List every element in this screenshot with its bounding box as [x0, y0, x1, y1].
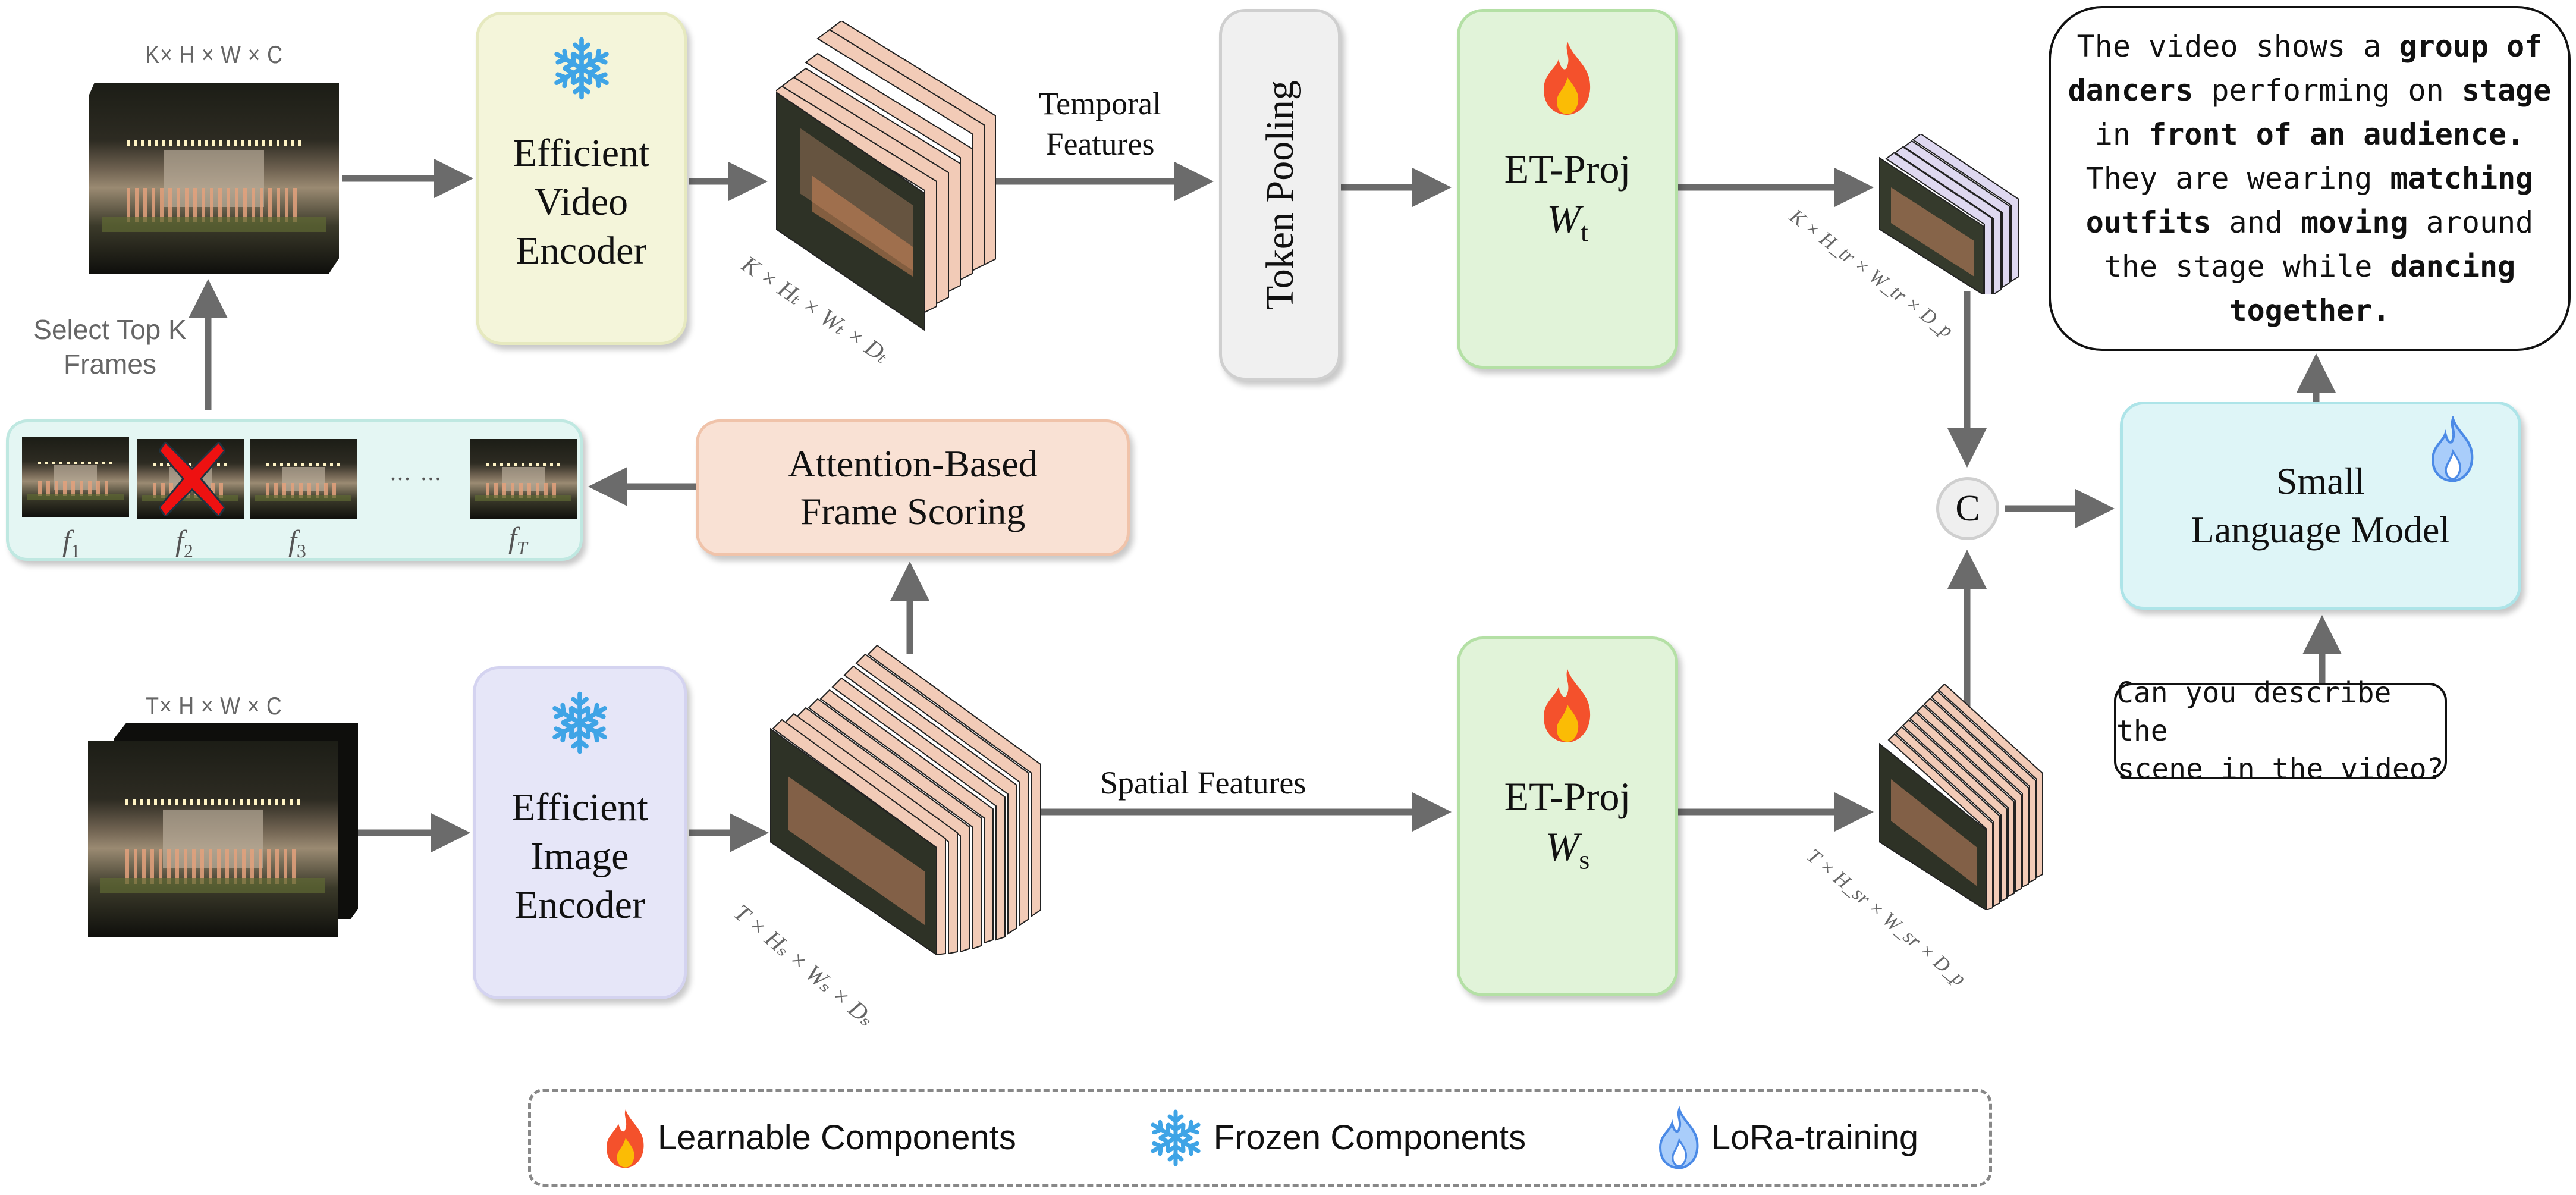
frame-label-1: f1 [62, 524, 80, 562]
bottom-video-frames [88, 741, 338, 937]
spatial-feature-stack [769, 644, 1044, 956]
frame-thumb-3[interactable] [250, 439, 357, 519]
projector-t-block[interactable]: ET-Proj Wt [1457, 9, 1678, 369]
slm-title-line1: Small [2276, 460, 2365, 502]
legend-label-frozen: Frozen Components [1213, 1118, 1526, 1157]
spatial-features-label: Spatial Features [1100, 765, 1306, 801]
image-encoder-title-line1: Efficient [511, 786, 648, 829]
answer-text-segment: The video shows a [2076, 29, 2399, 64]
top-input-dims: K× H × W × C [145, 40, 283, 68]
token-pooling-title: Token Pooling [1258, 80, 1302, 310]
image-encoder-title-line3: Encoder [514, 883, 645, 927]
rejected-x-icon [159, 442, 225, 516]
video-encoder-block[interactable]: Efficient Video Encoder [476, 12, 687, 345]
select-top-k-label: Select Top K Frames [12, 312, 208, 381]
answer-text-segment: in [2094, 117, 2149, 152]
legend-item-learnable: Learnable Components [602, 1105, 1016, 1171]
temporal-features-label: Temporal Features [1011, 83, 1189, 164]
answer-line: in front of an audience. [2068, 112, 2552, 156]
projector-s-weight: Ws [1545, 824, 1590, 875]
concat-symbol: C [1955, 488, 1980, 529]
answer-keyword: dancing [2390, 249, 2516, 284]
slm-title-line2: Language Model [2191, 509, 2451, 551]
temporal-features-label-line1: Temporal [1038, 86, 1162, 121]
answer-keyword: stage [2461, 73, 2552, 108]
bottom-input-dims: T× H × W × C [146, 692, 282, 720]
answer-keyword: matching [2390, 161, 2534, 196]
temporal-output-stack-graphic [1878, 133, 2019, 296]
frame-strip: … … f1 f2 f3 fT [6, 419, 583, 562]
answer-text-segment: and [2211, 205, 2301, 240]
top-video-frame [89, 83, 339, 274]
projector-s-block[interactable]: ET-Proj Ws [1457, 636, 1678, 996]
frame-label-3: f3 [288, 524, 306, 562]
flame-icon [1538, 39, 1597, 118]
spatial-output-stack [1878, 683, 2046, 911]
answer-keyword: dancers [2068, 73, 2194, 108]
frame-scoring-block[interactable]: Attention-Based Frame Scoring [696, 419, 1130, 556]
projector-t-title: ET-Proj [1504, 146, 1631, 192]
lora-flame-icon [2426, 415, 2480, 484]
image-encoder-title-line2: Image [530, 835, 629, 878]
snowflake-icon [1146, 1109, 1205, 1171]
answer-line: They are wearing matching [2068, 156, 2552, 200]
answer-keyword: moving [2300, 205, 2408, 240]
slm-block[interactable]: Small Language Model [2120, 402, 2521, 610]
snowflake-icon [549, 36, 614, 103]
answer-text-segment: around [2408, 205, 2534, 240]
temporal-output-stack [1878, 133, 2022, 296]
snowflake-icon [547, 690, 612, 758]
frame-thumb-1[interactable] [22, 437, 129, 517]
temporal-feature-stack-graphic [769, 20, 997, 331]
answer-line: together. [2068, 288, 2552, 333]
select-top-k-label-line2: Frames [64, 349, 156, 379]
spatial-output-stack-graphic [1878, 683, 2043, 911]
question-line2: scene in the video? [2117, 752, 2444, 786]
concat-node: C [1936, 477, 1999, 540]
temporal-feature-stack [769, 20, 997, 378]
answer-text-segment: performing on [2193, 73, 2462, 108]
video-encoder-title-line3: Encoder [516, 229, 647, 272]
lora-flame-icon [1658, 1105, 1699, 1169]
legend-label-lora: LoRa-training [1711, 1118, 1919, 1157]
answer-text-segment: the stage while [2103, 249, 2390, 284]
frame-label-2: f2 [175, 524, 193, 562]
answer-line: the stage while dancing [2068, 244, 2552, 288]
answer-keyword: group of [2399, 29, 2543, 64]
question-input-box[interactable]: Can you describe the scene in the video? [2114, 676, 2447, 786]
answer-keyword: together. [2229, 293, 2390, 328]
spatial-feature-stack-graphic [769, 644, 1041, 956]
frame-scoring-title-line2: Frame Scoring [800, 490, 1026, 532]
question-line1: Can you describe the [2116, 676, 2392, 748]
answer-text-segment: They are wearing [2085, 161, 2390, 196]
frame-scoring-title-line1: Attention-Based [788, 443, 1038, 485]
video-encoder-title-line2: Video [534, 180, 629, 224]
projector-t-weight: Wt [1547, 196, 1588, 247]
image-encoder-block[interactable]: Efficient Image Encoder [473, 666, 687, 999]
token-pooling-block[interactable]: Token Pooling [1219, 9, 1341, 381]
frame-thumb-2[interactable] [137, 439, 244, 519]
legend-item-lora: LoRa-training [1655, 1105, 1918, 1171]
answer-keyword: front of an audience. [2148, 117, 2525, 152]
frame-thumb-T[interactable] [470, 439, 577, 519]
flame-icon [606, 1109, 644, 1168]
frame-ellipsis: … … [389, 461, 443, 485]
frame-label-T: fT [508, 521, 527, 559]
flame-icon [1538, 666, 1597, 746]
answer-line: The video shows a group of [2068, 24, 2552, 68]
video-encoder-title-line1: Efficient [513, 131, 650, 175]
answer-line: dancers performing on stage [2068, 68, 2552, 112]
select-top-k-label-line1: Select Top K [33, 314, 187, 345]
temporal-features-label-line2: Features [1045, 126, 1155, 162]
projector-s-title: ET-Proj [1504, 774, 1631, 820]
legend-label-learnable: Learnable Components [657, 1118, 1016, 1157]
legend-item-frozen: Frozen Components [1146, 1105, 1526, 1171]
legend: Learnable Components Frozen Components L… [528, 1089, 1992, 1187]
answer-keyword: outfits [2085, 205, 2211, 240]
answer-line: outfits and moving around [2068, 200, 2552, 244]
